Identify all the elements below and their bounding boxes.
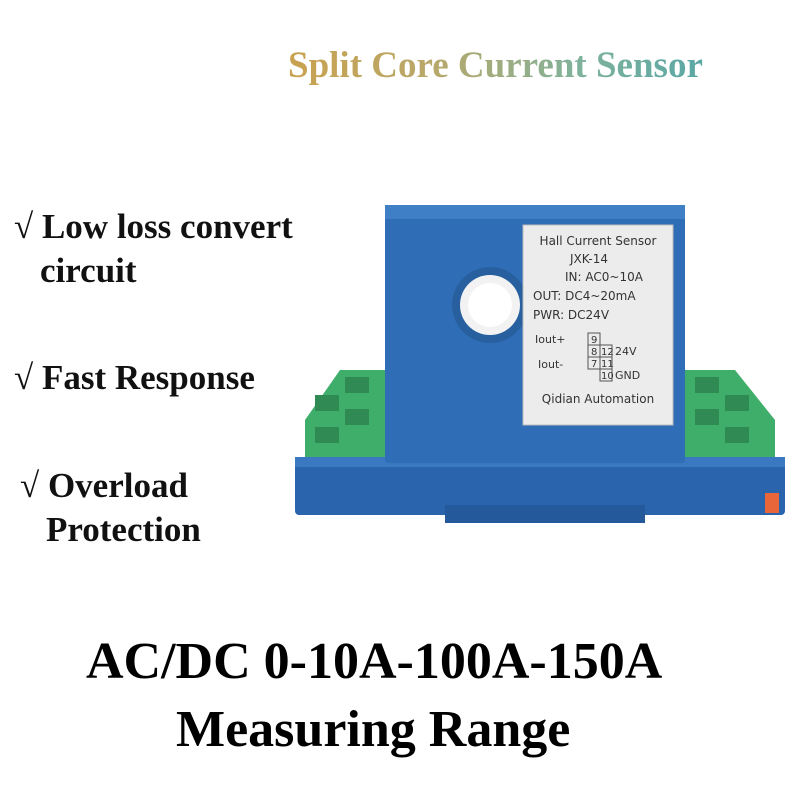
feature-line: √ Overload: [20, 466, 188, 505]
terminal-block-right: [680, 370, 779, 513]
label-model: JXK-14: [569, 252, 608, 266]
terminal-block-left: [305, 370, 395, 457]
pin-table: 9 8 12 7 11 10: [587, 332, 614, 382]
product-photo: Hall Current Sensor JXK-14 IN: AC0~10A O…: [285, 195, 800, 535]
page-title: Split Core Current Sensor: [288, 45, 703, 86]
label-iout-minus: Iout-: [538, 358, 563, 371]
label-input: IN: AC0~10A: [565, 270, 644, 284]
feature-low-loss: √ Low loss convert circuit: [14, 205, 293, 293]
label-brand: Qidian Automation: [542, 392, 654, 406]
label-power: PWR: DC24V: [533, 308, 610, 322]
label-heading: Hall Current Sensor: [540, 234, 657, 248]
feature-line: √ Low loss convert: [14, 207, 293, 246]
pin-12: 12: [601, 347, 614, 358]
label-gnd: GND: [615, 369, 640, 382]
din-rail-base: [295, 457, 785, 515]
range-line-1: AC/DC 0-10A-100A-150A: [86, 633, 663, 690]
range-line-2: Measuring Range: [176, 701, 571, 758]
pin-9: 9: [591, 335, 597, 346]
label-24v: 24V: [615, 345, 637, 358]
feature-line: circuit: [40, 251, 137, 290]
label-output: OUT: DC4~20mA: [533, 289, 636, 303]
pin-10: 10: [601, 371, 614, 382]
pin-7: 7: [591, 359, 597, 370]
label-iout-plus: Iout+: [535, 333, 565, 346]
feature-fast-response: √ Fast Response: [14, 356, 255, 400]
feature-line: √ Fast Response: [14, 358, 255, 397]
spec-label: [522, 224, 674, 426]
pin-8: 8: [591, 347, 597, 358]
feature-overload: √ Overload Protection: [20, 464, 201, 552]
pin-11: 11: [601, 359, 614, 370]
feature-line: Protection: [46, 510, 201, 549]
